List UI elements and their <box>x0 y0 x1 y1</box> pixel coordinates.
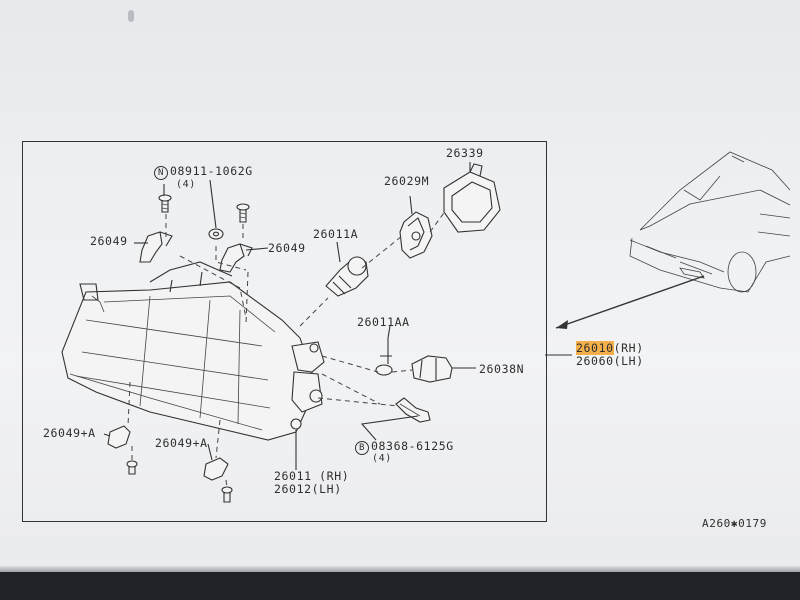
ring-26339 <box>443 163 501 233</box>
vehicle-sketch <box>629 151 791 293</box>
label-26011aa: 26011AA <box>357 315 410 329</box>
label-08911-qty: (4) <box>176 179 196 190</box>
label-26038n: 26038N <box>479 362 525 376</box>
label-26029m: 26029M <box>384 174 430 188</box>
prefix-b-circle: B <box>355 441 369 455</box>
cap-26029m <box>399 211 433 259</box>
label-assembly-rh: 26010(RH) <box>576 341 644 355</box>
bracket-26049a-left <box>107 425 138 475</box>
prefix-n-circle: N <box>154 166 168 180</box>
bracket-26049-a <box>139 231 173 263</box>
bulb-26011a <box>325 256 369 297</box>
arrow-head <box>556 320 568 329</box>
label-26011a: 26011A <box>313 227 359 241</box>
label-assembly-rh-side: (RH) <box>613 341 644 355</box>
label-26049a-right: 26049+A <box>155 436 208 450</box>
monitor-bezel <box>0 572 800 600</box>
label-26012-lh: 26012(LH) <box>274 482 342 496</box>
screen-speck <box>128 10 134 22</box>
monitor-bezel-highlight <box>0 566 800 574</box>
label-26339: 26339 <box>446 146 484 160</box>
screw-top-left <box>158 194 172 213</box>
bracket-26049a-right <box>203 457 233 503</box>
figure-code: A260✱0179 <box>702 517 768 530</box>
bracket-26049-b <box>219 243 253 273</box>
label-26049a-left: 26049+A <box>43 426 96 440</box>
parts-frame <box>22 141 547 522</box>
label-08368-text: 08368-6125G <box>371 439 454 453</box>
headlamp-housing <box>61 261 325 441</box>
socket-26038n <box>411 355 453 383</box>
washer <box>208 228 224 240</box>
screw-top-mid <box>236 203 250 223</box>
label-assembly-lh: 26060(LH) <box>576 354 644 368</box>
label-26049-b: 26049 <box>268 241 306 255</box>
label-08368-qty: (4) <box>372 453 392 464</box>
highlighted-part-number: 26010 <box>576 341 614 355</box>
label-08911-text: 08911-1062G <box>170 164 253 178</box>
bulb-26011aa <box>375 338 393 376</box>
bolt-08368 <box>395 397 431 423</box>
label-26049-a: 26049 <box>90 234 128 248</box>
label-26011-rh: 26011 (RH) <box>274 469 350 483</box>
